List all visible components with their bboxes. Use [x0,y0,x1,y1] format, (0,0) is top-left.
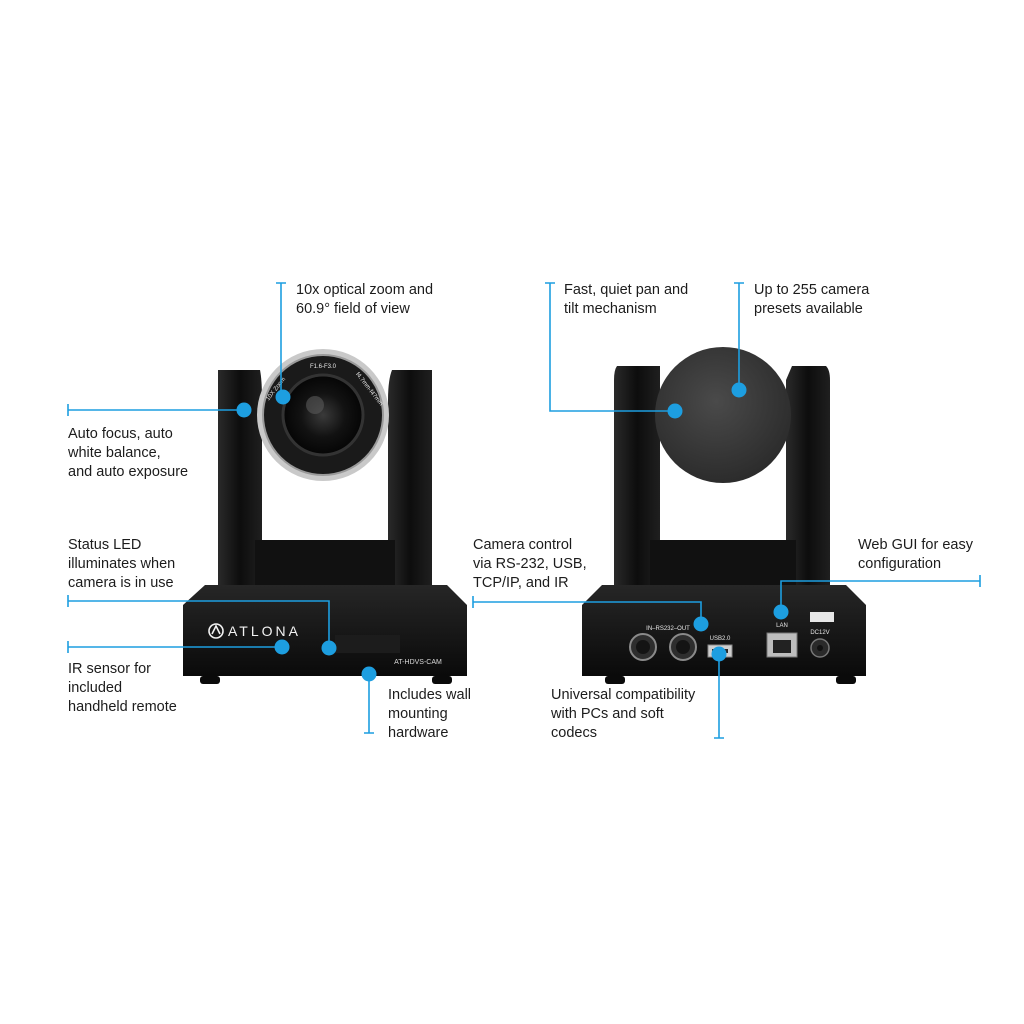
rs232-out-port-pins [676,640,690,654]
pan-tilt-label: Fast, quiet pan and tilt mechanism [564,281,688,319]
rear-camera-left-arm [614,366,660,585]
camera-control-label: Camera control via RS-232, USB, TCP/IP, … [473,536,587,593]
zoom-dot [275,389,291,405]
status-led-label-line: camera is in use [68,575,174,591]
compatibility-label: Universal compatibility with PCs and sof… [551,686,695,743]
autofocus-label: Auto focus, auto white balance, and auto… [68,425,188,482]
status-led-dot [321,640,337,656]
autofocus-dot [236,402,252,418]
presets-dot [731,382,747,398]
autofocus-label-line: white balance, [68,445,161,461]
pan-tilt-label-line: tilt mechanism [564,301,657,317]
front-camera-lens-glass [281,373,365,457]
ir-sensor-label-line: handheld remote [68,699,177,715]
compatibility-label-line: Universal compatibility [551,687,696,703]
rs232-port-label: IN–RS232–OUT [646,626,690,632]
camera-control-label-line: Camera control [473,537,573,553]
front-camera-lens-reflection [306,396,324,414]
compatibility-dot [711,646,727,662]
compatibility-label-line: with PCs and soft [551,706,664,722]
rear-camera-back-disc [655,347,791,483]
wall-mount-label-line: mounting [388,706,448,722]
front-camera-base [183,585,467,676]
pan-tilt-dot [667,403,683,419]
zoom-label-line: 10x optical zoom and [296,282,434,298]
autofocus-leader [67,404,244,416]
ir-sensor-leader [67,641,282,653]
zoom-label-line: 60.9° field of view [296,301,410,317]
wall-mount-dot [361,666,377,682]
camera-control-label-line: via RS-232, USB, [473,556,587,572]
wall-mount-label: Includes wall mounting hardware [388,686,471,743]
zoom-label: 10x optical zoom and 60.9° field of view [296,281,433,319]
camera-control-label-line: TCP/IP, and IR [473,575,569,591]
ir-sensor-label-line: included [68,680,123,696]
front-camera-left-arm [218,370,262,585]
presets-label: Up to 255 camera presets available [754,281,869,319]
web-gui-label-line: Web GUI for easy [858,537,973,553]
model-label: AT-HDVS-CAM [394,659,442,666]
front-camera-foot-right [432,676,452,684]
brand-label: ATLONA [228,623,301,639]
compatibility-label-line: codecs [551,725,597,741]
presets-label-line: presets available [754,301,863,317]
autofocus-label-line: Auto focus, auto [68,426,173,442]
presets-label-line: Up to 255 camera [754,282,870,298]
lan-port-socket [773,640,791,653]
ir-sensor-label: IR sensor for included handheld remote [68,660,177,717]
presets-leader [734,282,744,390]
web-gui-label: Web GUI for easy configuration [858,536,973,574]
rear-camera-foot-left [605,676,625,684]
wall-mount-leader [364,676,374,734]
wall-mount-label-line: Includes wall [388,687,472,703]
web-gui-label-line: configuration [858,556,942,572]
front-camera: F1.6-F3.0 10X Zoom f4.7mm-f47mm ATLONA A… [183,349,467,684]
web-gui-dot [773,604,789,620]
lens-text-top: F1.6-F3.0 [310,364,337,370]
ir-sensor-label-line: IR sensor for [68,661,151,677]
status-led-label-line: illuminates when [68,556,176,572]
rear-camera: IN–RS232–OUT USB2.0 LAN DC12V [582,347,866,684]
power-port-pin [817,645,823,651]
rs232-in-port-pins [636,640,650,654]
status-led-label: Status LED illuminates when camera is in… [68,536,175,593]
rear-camera-right-arm [786,366,830,585]
power-port-label: DC12V [810,630,829,636]
status-led-leader [67,595,330,648]
camera-control-dot [693,616,709,632]
autofocus-label-line: and auto exposure [68,464,189,480]
zoom-leader [276,282,286,397]
web-gui-leader [780,575,981,612]
callout-dots [236,382,789,682]
usb-port-label: USB2.0 [710,636,731,642]
pan-tilt-label-line: Fast, quiet pan and [564,282,689,298]
atlona-logo-icon [208,623,224,639]
rear-camera-foot-right [836,676,856,684]
ir-sensor-dot [274,639,290,655]
atlona-logo-mark [211,624,221,635]
pan-tilt-leader [545,282,675,412]
callout-leaders [67,282,981,739]
lan-port-label: LAN [776,623,788,629]
rear-camera-cradle [650,540,796,585]
front-camera-ir-window [335,635,400,653]
wall-mount-label-line: hardware [388,725,449,741]
rear-camera-sticker [810,612,834,622]
front-camera-cradle [255,540,395,585]
status-led-label-line: Status LED [68,537,142,553]
front-camera-right-arm [388,370,432,585]
front-camera-foot-left [200,676,220,684]
compatibility-leader [714,657,724,739]
